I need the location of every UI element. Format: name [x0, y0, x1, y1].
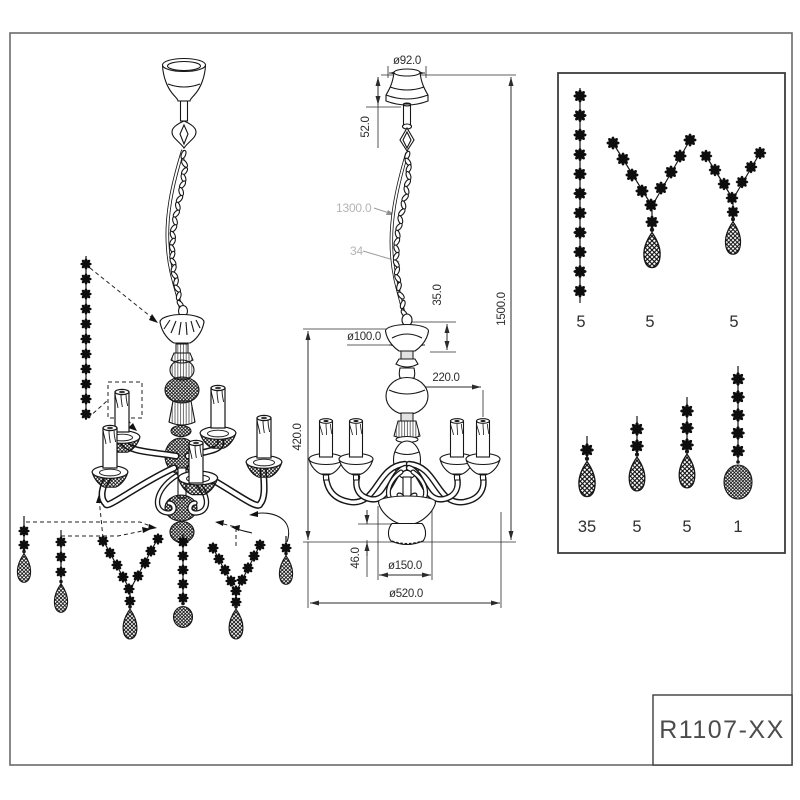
dim-chain-length: 1300.0 — [336, 201, 372, 215]
dim-top-cup-diameter: ø100.0 — [347, 331, 381, 343]
parts-art — [573, 88, 767, 500]
qty-pendant-ball: 1 — [733, 518, 742, 536]
dim-canopy-diameter: ø92.0 — [393, 55, 421, 67]
dim-arm-radius: 220.0 — [432, 372, 459, 384]
dim-body-height: 420.0 — [292, 423, 304, 450]
dim-overall-diameter: ø520.0 — [389, 588, 423, 600]
dimensioned-drawing: ø92.0 52.0 1300.0 34 35.0 1500.0 ø100.0 … — [292, 55, 516, 608]
qty-drop-3: 5 — [682, 518, 691, 536]
parts-panel: 5 5 5 35 5 5 1 — [557, 72, 786, 554]
hanging-chain-front — [392, 150, 412, 319]
bottom-bowl-front — [377, 495, 437, 546]
canopy-art — [161, 57, 207, 149]
bead-strands-art — [16, 256, 294, 640]
part-number: R1107-XX — [659, 716, 785, 744]
qty-drop-2: 5 — [632, 518, 641, 536]
dim-bowl-diameter: ø150.0 — [388, 560, 422, 572]
qty-garland-large: 5 — [645, 313, 654, 331]
qty-drop-1: 35 — [578, 518, 596, 536]
dim-cable-length: 34 — [350, 244, 363, 258]
parts-quantities: 5 5 5 35 5 5 1 — [576, 313, 742, 536]
title-block-border — [652, 694, 793, 766]
dim-canopy-height: 52.0 — [360, 116, 372, 137]
sheet-border — [9, 32, 793, 766]
glass-column-front — [384, 313, 430, 499]
qty-garland-small: 5 — [729, 313, 738, 331]
dim-overall-height: 1500.0 — [496, 292, 508, 325]
hanging-chain — [168, 149, 189, 309]
chandelier-illustration — [16, 57, 294, 640]
dimension-labels: ø92.0 52.0 1300.0 34 35.0 1500.0 ø100.0 … — [292, 55, 508, 600]
glass-column-art — [159, 304, 205, 544]
dim-bowl-drop: 46.0 — [350, 547, 362, 568]
dim-hook-gap: 35.0 — [432, 284, 444, 305]
qty-strand-11: 5 — [576, 313, 585, 331]
canopy-front — [385, 68, 429, 153]
title-block: R1107-XX — [652, 694, 793, 766]
